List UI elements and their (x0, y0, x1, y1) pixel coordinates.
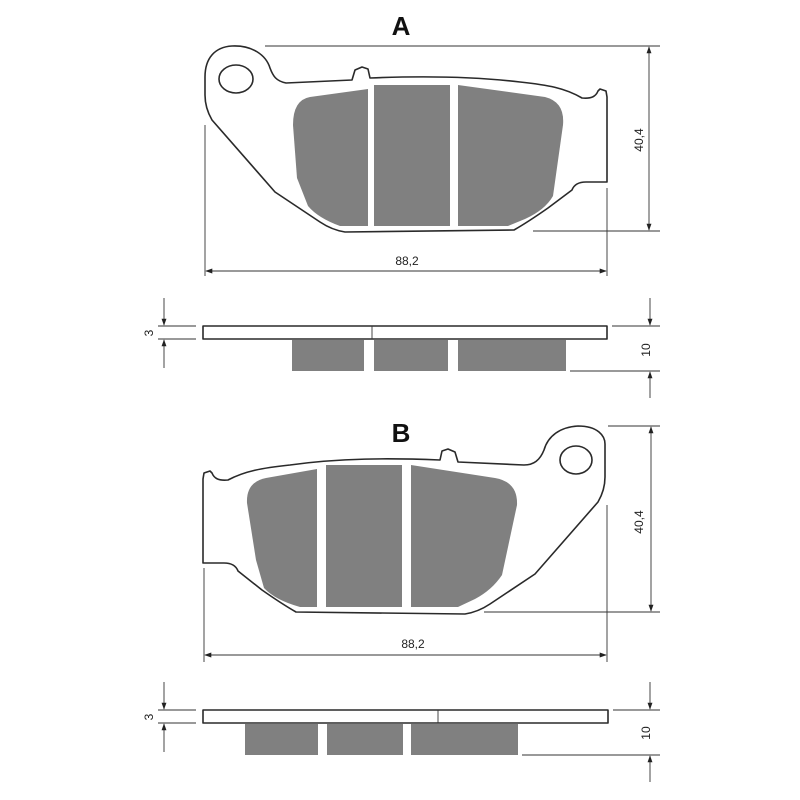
pad-b-total-thickness-value: 10 (639, 726, 653, 740)
pad-a-side-dimensions: 3 10 (142, 298, 660, 398)
pad-b-mounting-hole (559, 445, 593, 475)
pad-b-side-dimensions: 3 10 (142, 682, 660, 782)
pad-b-friction-block-right (411, 465, 518, 607)
pad-a-side-friction-left (292, 340, 364, 371)
pad-a-height-value: 40,4 (632, 128, 646, 152)
pad-a-front-view (204, 45, 608, 233)
pad-a-dimensions: A 40,4 88,2 (204, 11, 660, 276)
pad-b-length-value: 88,2 (401, 637, 425, 651)
pad-a-mounting-hole (218, 64, 254, 94)
pad-a-friction-block-left (293, 89, 368, 226)
pad-b-side-friction-left (245, 724, 318, 755)
pad-a-side-view (202, 325, 608, 371)
pad-a-plate-thickness-value: 3 (142, 329, 156, 336)
pad-b-front-view (202, 425, 606, 615)
pad-b-letter: B (392, 418, 411, 448)
pad-b-height-value: 40,4 (632, 510, 646, 534)
pad-b-side-view (202, 709, 609, 755)
pad-b-dimensions: B 40,4 88,2 (203, 418, 660, 662)
pad-b-side-friction-middle (327, 724, 403, 755)
pad-a-side-friction-right (458, 340, 566, 371)
pad-a-total-thickness-value: 10 (639, 343, 653, 357)
pad-b-side-friction-right (411, 724, 518, 755)
pad-b-plate-thickness-value: 3 (142, 713, 156, 720)
pad-a-friction-block-middle (374, 85, 450, 226)
pad-a-side-friction-middle (374, 340, 448, 371)
pad-b-side-backing-plate (202, 709, 609, 724)
pad-a-side-backing-plate (202, 325, 608, 340)
pad-a-friction-block-right (458, 85, 564, 226)
pad-b-friction-block-left (246, 469, 317, 607)
pad-a-letter: A (392, 11, 411, 41)
pad-a-length-value: 88,2 (395, 254, 419, 268)
pad-b-friction-block-middle (326, 465, 402, 607)
